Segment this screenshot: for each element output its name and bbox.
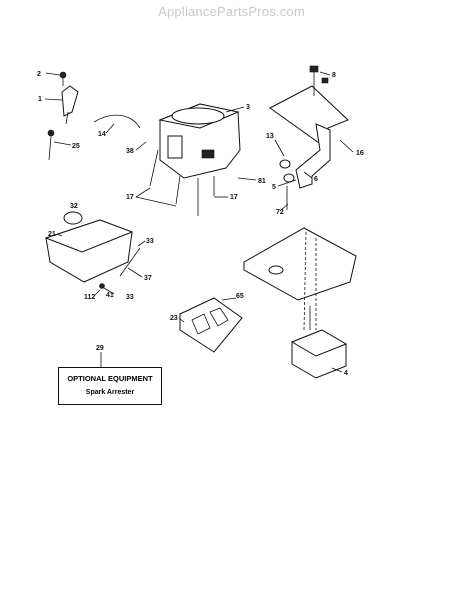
callout-6: 6 <box>314 176 318 183</box>
callout-72: 72 <box>276 209 284 216</box>
optional-equipment-title: OPTIONAL EQUIPMENT <box>67 374 153 383</box>
callout-17a: 17 <box>126 194 134 201</box>
callout-38: 38 <box>126 148 134 155</box>
callout-16: 16 <box>356 150 364 157</box>
callout-2: 2 <box>37 71 41 78</box>
bolt-25-part <box>47 129 55 161</box>
callout-33b: 33 <box>126 294 134 301</box>
heat-shield-part <box>269 85 349 210</box>
frame-plate-part <box>243 227 357 331</box>
callout-17b: 17 <box>230 194 238 201</box>
leader-lines <box>44 71 354 373</box>
callout-3: 3 <box>246 104 250 111</box>
callout-41: 41 <box>106 292 114 299</box>
callout-32: 32 <box>70 203 78 210</box>
optional-equipment-box: OPTIONAL EQUIPMENT Spark Arrester <box>58 367 162 405</box>
callout-81: 81 <box>258 178 266 185</box>
callout-4: 4 <box>344 370 348 377</box>
part-callouts: 2 1 25 14 3 38 17 17 81 8 16 13 5 6 72 3… <box>37 71 364 377</box>
callout-21: 21 <box>48 231 56 238</box>
callout-1: 1 <box>38 96 42 103</box>
fuel-line-part <box>93 114 141 129</box>
callout-33a: 33 <box>146 238 154 245</box>
callout-25: 25 <box>72 143 80 150</box>
callout-112: 112 <box>84 294 95 301</box>
bolt-8-part <box>309 65 329 96</box>
callout-13: 13 <box>266 133 274 140</box>
bracket-part <box>179 297 243 353</box>
fuel-tank-part <box>44 211 141 289</box>
callout-29: 29 <box>96 345 104 352</box>
callout-14: 14 <box>98 131 106 138</box>
callout-5: 5 <box>272 184 276 191</box>
callout-8: 8 <box>332 72 336 79</box>
spark-arrester-label: Spark Arrester <box>85 389 135 396</box>
muffler-part <box>290 306 348 379</box>
callout-23: 23 <box>170 315 178 322</box>
watermark: AppliancePartsPros.com <box>158 4 305 19</box>
callout-65: 65 <box>236 293 244 300</box>
engine-part <box>149 103 241 216</box>
callout-37: 37 <box>144 275 152 282</box>
throttle-control-part <box>59 71 79 125</box>
